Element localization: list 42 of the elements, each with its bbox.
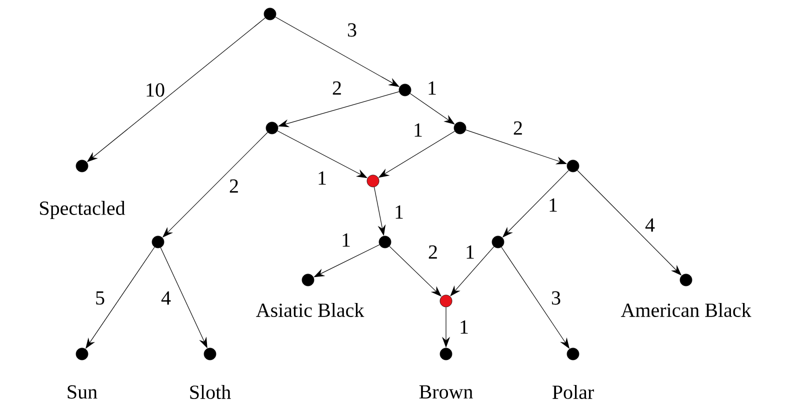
leaf-label: American Black [620, 302, 752, 318]
tree-node [204, 348, 216, 360]
edge-label: 1 [464, 244, 476, 260]
edge-label: 4 [644, 217, 656, 233]
edge-label: 1 [412, 122, 424, 138]
edge-label: 1 [340, 232, 352, 248]
edge-label: 2 [331, 80, 343, 96]
tree-node [152, 236, 164, 248]
edge-label: 1 [316, 170, 328, 186]
edge-label: 1 [393, 204, 405, 220]
tree-node [566, 160, 580, 172]
tree-node [266, 122, 278, 134]
edge-label: 3 [550, 290, 562, 306]
tree-node [440, 348, 452, 360]
tree-node [264, 8, 276, 20]
tree-node [398, 84, 412, 96]
leaf-label: Sloth [190, 384, 231, 400]
tree-node [378, 236, 392, 248]
edge-label: 2 [427, 244, 439, 260]
tree-node [454, 122, 466, 134]
edge-label: 2 [512, 120, 524, 136]
edge-label: 1 [458, 319, 470, 335]
tree-node [302, 274, 314, 286]
edge-label: 5 [94, 290, 106, 306]
leaf-label: Sun [68, 385, 98, 399]
tree-node [492, 236, 504, 248]
edge-label: 10 [144, 82, 166, 98]
leaf-label: Polar [552, 384, 594, 400]
edge-label: 4 [160, 290, 172, 306]
leaf-label: Asiatic Black [256, 302, 364, 318]
leaf-label: Brown [419, 385, 473, 399]
tree-node [440, 294, 452, 308]
edge-label: 1 [547, 197, 559, 213]
edge-label: 3 [346, 22, 358, 38]
tree-node [566, 348, 580, 360]
tree-node [76, 348, 88, 360]
edge-label: 2 [228, 178, 240, 194]
tree-node [366, 174, 380, 188]
edge-label: 1 [426, 80, 438, 96]
tree-node [76, 160, 88, 172]
leaf-label: Spectacled [40, 200, 126, 220]
tree-node [680, 274, 692, 286]
